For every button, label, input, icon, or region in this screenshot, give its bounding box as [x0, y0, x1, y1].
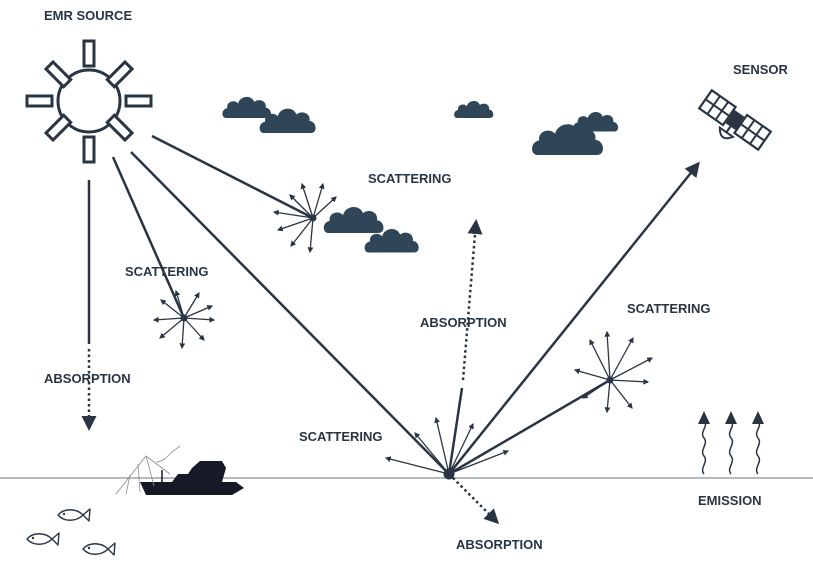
absorption-atmosphere-label: ABSORPTION	[44, 371, 131, 386]
ray-surface-to-scatter	[448, 378, 611, 476]
sensor-label: SENSOR	[733, 62, 789, 77]
emr-source-label: EMR SOURCE	[44, 8, 132, 23]
ray-surface-up-solid	[447, 387, 464, 475]
ray-sun-to-surface	[130, 151, 450, 475]
satellite-icon	[697, 88, 773, 152]
fish-icon	[26, 508, 116, 556]
scattering-ground-label: SCATTERING	[299, 429, 383, 444]
radiation-paths	[81, 134, 700, 525]
scattering-right-label: SCATTERING	[627, 301, 711, 316]
emission-arrowheads	[698, 411, 764, 424]
ray-surface-up-dotted	[461, 219, 483, 381]
scattering-air-label: SCATTERING	[125, 264, 209, 279]
boat-icon	[115, 445, 244, 495]
sun-icon	[25, 39, 153, 164]
emission-wave-icon	[701, 421, 761, 475]
ray-sun-to-air	[111, 156, 186, 319]
scatter-burst-icon	[152, 182, 654, 475]
scattering-cloud-label: SCATTERING	[368, 171, 452, 186]
absorption-surface-label: ABSORPTION	[456, 537, 543, 552]
absorption-upward-label: ABSORPTION	[420, 315, 507, 330]
emission-label: EMISSION	[698, 493, 762, 508]
burst-centres	[180, 214, 614, 480]
ray-surface-to-sensor	[448, 161, 700, 475]
ray-surface-down-dotted	[448, 473, 500, 525]
ray-sun-to-cloud	[151, 134, 314, 220]
